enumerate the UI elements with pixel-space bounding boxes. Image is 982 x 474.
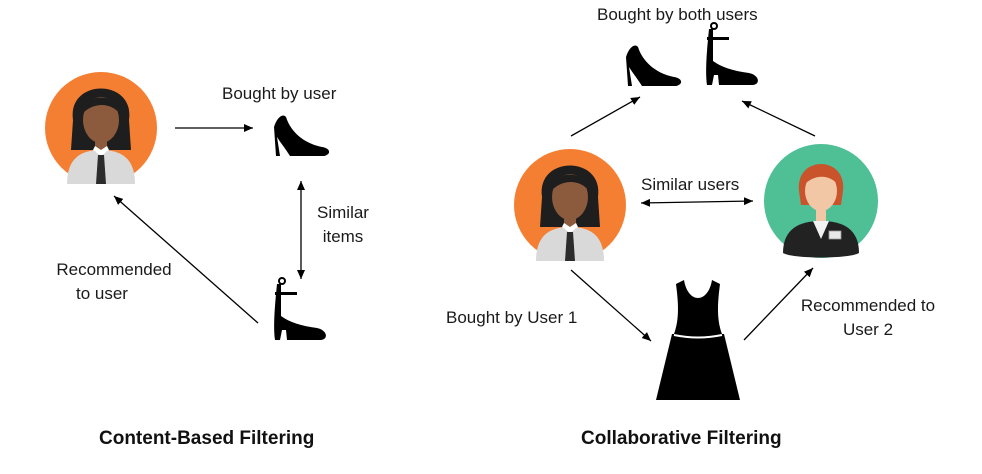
recommended-user2-line2: User 2 bbox=[842, 320, 894, 339]
arrow-dress-to-user2 bbox=[743, 267, 814, 341]
arrow-user2-to-shared bbox=[741, 100, 816, 137]
recommended-to-user-label: Recommended to user bbox=[38, 258, 196, 306]
user-avatar-icon bbox=[45, 72, 157, 184]
collaborative-title: Collaborative Filtering bbox=[581, 428, 782, 449]
arrow-user1-to-dress bbox=[570, 269, 652, 342]
user2-avatar-icon bbox=[763, 143, 879, 259]
recommended-line2: to user bbox=[76, 284, 128, 303]
recommended-line1: Recommended bbox=[56, 260, 172, 279]
bought-by-user1-label: Bought by User 1 bbox=[446, 308, 578, 327]
arrow-user1-to-shared bbox=[570, 96, 641, 137]
recommended-user2-line1: Recommended to bbox=[800, 296, 936, 315]
similar-items-line2: items bbox=[322, 227, 364, 246]
bought-by-both-label: Bought by both users bbox=[597, 5, 758, 24]
content-based-title: Content-Based Filtering bbox=[99, 428, 315, 449]
shared-strap-heel-icon bbox=[705, 22, 759, 86]
similar-heel-icon bbox=[273, 277, 327, 341]
arrow-recommended-to-user bbox=[113, 195, 259, 324]
similar-items-line1: Similar bbox=[317, 203, 369, 222]
shared-heel-icon bbox=[626, 45, 682, 86]
bought-by-user-label: Bought by user bbox=[222, 84, 337, 103]
similar-users-label: Similar users bbox=[641, 175, 740, 194]
user1-avatar-icon bbox=[514, 149, 626, 261]
recommended-to-user2-label: Recommended to User 2 bbox=[786, 294, 950, 342]
similar-items-label: Similar items bbox=[306, 201, 380, 249]
bought-heel-icon bbox=[274, 115, 330, 156]
arrow-similar-users bbox=[640, 197, 754, 207]
dress-icon bbox=[655, 279, 741, 401]
